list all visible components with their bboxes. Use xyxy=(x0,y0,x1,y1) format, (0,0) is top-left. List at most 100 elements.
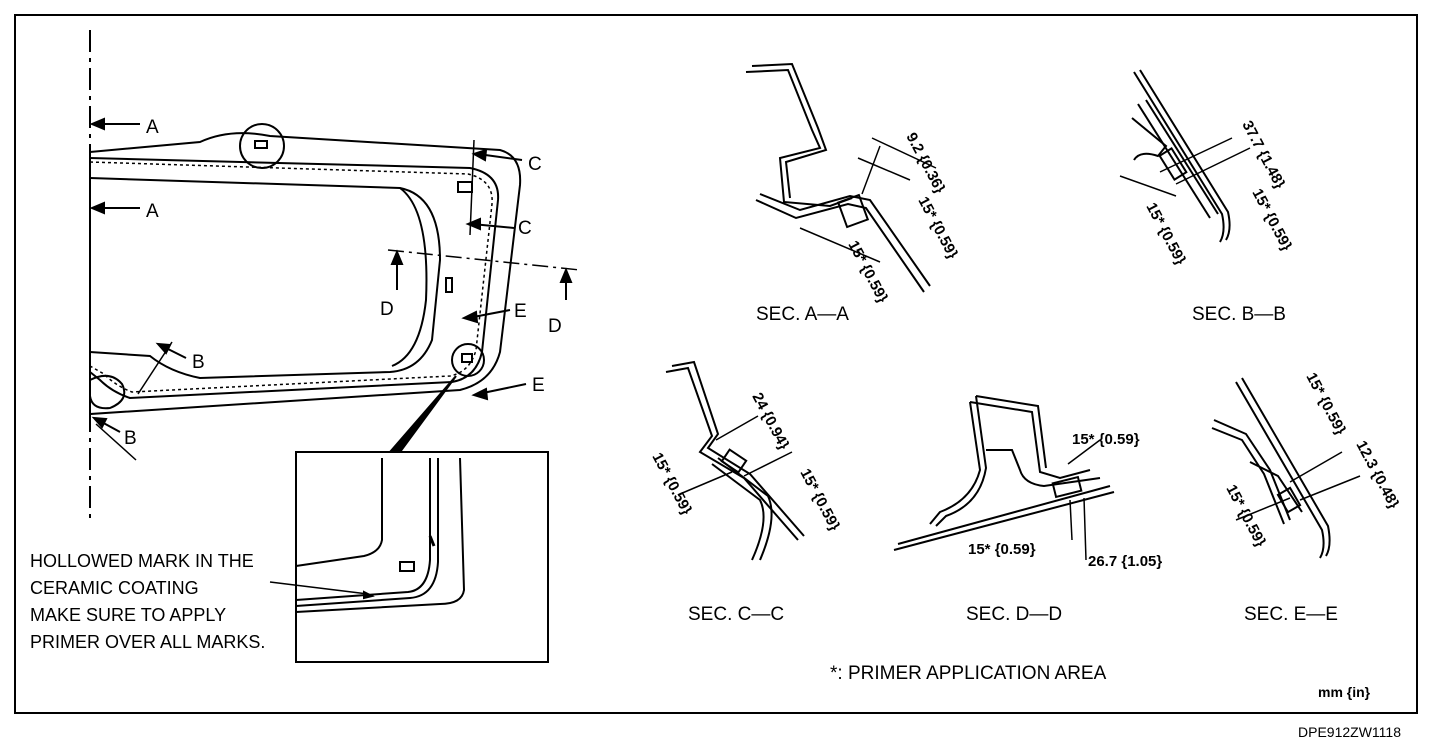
aa-ext-1 xyxy=(861,145,881,195)
cc-body-outer xyxy=(665,366,799,541)
dd-body-top-2 xyxy=(975,395,1047,469)
note-line-2: CERAMIC COATING xyxy=(30,578,199,598)
ee-bracket xyxy=(1249,461,1303,513)
ceramic-band-inner xyxy=(89,161,493,393)
aa-dim-3: 15* {0.59} xyxy=(844,238,891,306)
cc-body-inner xyxy=(671,360,805,537)
label-a-mid: A xyxy=(146,201,159,222)
bb-dam xyxy=(1158,147,1188,181)
dd-dim-2: 15* {0.59} xyxy=(968,541,1036,558)
aa-dim-line-1 xyxy=(871,137,937,169)
glass-outline xyxy=(89,132,522,416)
section-ee-drawing: 15* {0.59} 12.3 {0.48} 15* {0.59} SEC. E… xyxy=(1211,370,1402,625)
detail-opening-edge xyxy=(295,458,383,567)
bb-ext-3 xyxy=(1119,175,1177,197)
ee-dim-1: 15* {0.59} xyxy=(1302,370,1349,438)
detail-band-outer xyxy=(295,458,431,601)
detail-leader xyxy=(387,375,457,453)
dd-ext-3 xyxy=(1083,497,1087,561)
ee-dim-3: 15* {0.59} xyxy=(1222,482,1269,550)
bb-dim-3: 15* {0.59} xyxy=(1142,200,1189,268)
ee-title: SEC. E—E xyxy=(1244,604,1338,625)
cut-line-b1 xyxy=(137,341,173,395)
hollowed-mark-lower xyxy=(461,353,473,363)
cc-dam xyxy=(720,448,748,474)
dd-ext-1 xyxy=(1067,439,1101,465)
detail-inset xyxy=(269,451,549,663)
cut-line-b2 xyxy=(95,423,137,461)
ee-ext-3 xyxy=(1235,497,1291,521)
aa-title: SEC. A—A xyxy=(756,304,849,325)
ee-body-outer xyxy=(1235,381,1325,559)
note-line-4: PRIMER OVER ALL MARKS. xyxy=(30,632,266,652)
dd-dim-3: 26.7 {1.05} xyxy=(1088,553,1162,570)
dd-title: SEC. D—D xyxy=(966,604,1062,625)
aa-dam xyxy=(836,193,870,229)
ee-glass-1 xyxy=(1213,419,1291,521)
section-bb-drawing: 37.7 {1.48} 15* {0.59} 15* {0.59} SEC. B… xyxy=(1119,69,1295,325)
dd-body-left-2 xyxy=(935,395,988,527)
detail-box xyxy=(295,451,549,663)
note-leader-head xyxy=(363,590,375,600)
label-b-top: B xyxy=(192,352,205,373)
ee-dam xyxy=(1276,486,1302,514)
hollowed-mark-corner xyxy=(457,181,473,193)
note-line-3: MAKE SURE TO APPLY xyxy=(30,605,227,625)
aa-dim-1: 9.2 {0.36} xyxy=(902,130,948,196)
hollowed-mark-note: HOLLOWED MARK IN THE CERAMIC COATING MAK… xyxy=(30,548,265,656)
dd-glass-2 xyxy=(893,491,1115,551)
dd-glass-1 xyxy=(897,485,1111,545)
dd-body-left xyxy=(929,401,982,525)
section-dd-drawing: 15* {0.59} 15* {0.59} 26.7 {1.05} SEC. D… xyxy=(893,395,1162,625)
cc-dim-3: 15* {0.59} xyxy=(648,450,695,518)
label-b-bottom: B xyxy=(124,428,137,449)
note-line-1: HOLLOWED MARK IN THE xyxy=(30,551,254,571)
mark-circle-detail xyxy=(451,343,485,377)
figure-frame xyxy=(14,14,1418,714)
aa-dim-line-2 xyxy=(857,157,911,181)
cut-line-c xyxy=(469,139,475,236)
inner-fold xyxy=(391,187,428,367)
ee-dim-2: 12.3 {0.48} xyxy=(1352,438,1402,512)
bb-body-outer xyxy=(1133,71,1225,243)
ceramic-band-outer xyxy=(89,157,500,400)
detail-glass-edge xyxy=(295,457,466,613)
bb-ext-1 xyxy=(1159,137,1233,173)
section-cc-drawing: 24 {0.94} 15* {0.59} 15* {0.59} SEC. C—C xyxy=(648,360,843,625)
bb-ext-2 xyxy=(1175,147,1251,185)
opening-outline xyxy=(89,177,442,380)
cc-title: SEC. C—C xyxy=(688,604,784,625)
figure-code: DPE912ZW1118 xyxy=(1298,724,1401,740)
hollowed-mark-side xyxy=(445,277,453,293)
dd-dam xyxy=(1051,475,1083,499)
hollowed-mark-top xyxy=(254,140,268,149)
label-d-right: D xyxy=(548,316,562,337)
aa-dim-line-3 xyxy=(799,227,881,263)
bb-title: SEC. B—B xyxy=(1192,304,1286,325)
label-c-top: C xyxy=(528,154,542,175)
label-a-top: A xyxy=(146,117,159,138)
cc-dim-1: 24 {0.94} xyxy=(748,390,792,453)
bb-body-inner xyxy=(1139,69,1231,241)
cc-ext-1 xyxy=(715,415,759,441)
cut-line-d xyxy=(387,249,581,271)
ee-ext-1 xyxy=(1289,451,1343,483)
dd-dim-1: 15* {0.59} xyxy=(1072,431,1140,448)
bb-bracket xyxy=(1131,117,1168,161)
bb-glass-2 xyxy=(1145,99,1219,215)
section-arrows xyxy=(89,117,573,433)
ee-glass-2 xyxy=(1211,427,1285,525)
bb-dim-2: 15* {0.59} xyxy=(1248,186,1295,254)
aa-glass-2 xyxy=(755,199,925,293)
detail-mark-2 xyxy=(428,535,436,547)
aa-panel xyxy=(745,68,853,208)
dd-body-top xyxy=(969,401,1091,480)
detail-band-inner xyxy=(295,458,439,607)
primer-legend: *: PRIMER APPLICATION AREA xyxy=(830,663,1107,684)
detail-hollowed-mark xyxy=(399,561,415,572)
bb-glass-1 xyxy=(1137,103,1211,219)
bb-dim-1: 37.7 {1.48} xyxy=(1238,118,1288,192)
label-d-left: D xyxy=(380,299,394,320)
aa-glass xyxy=(759,193,931,287)
